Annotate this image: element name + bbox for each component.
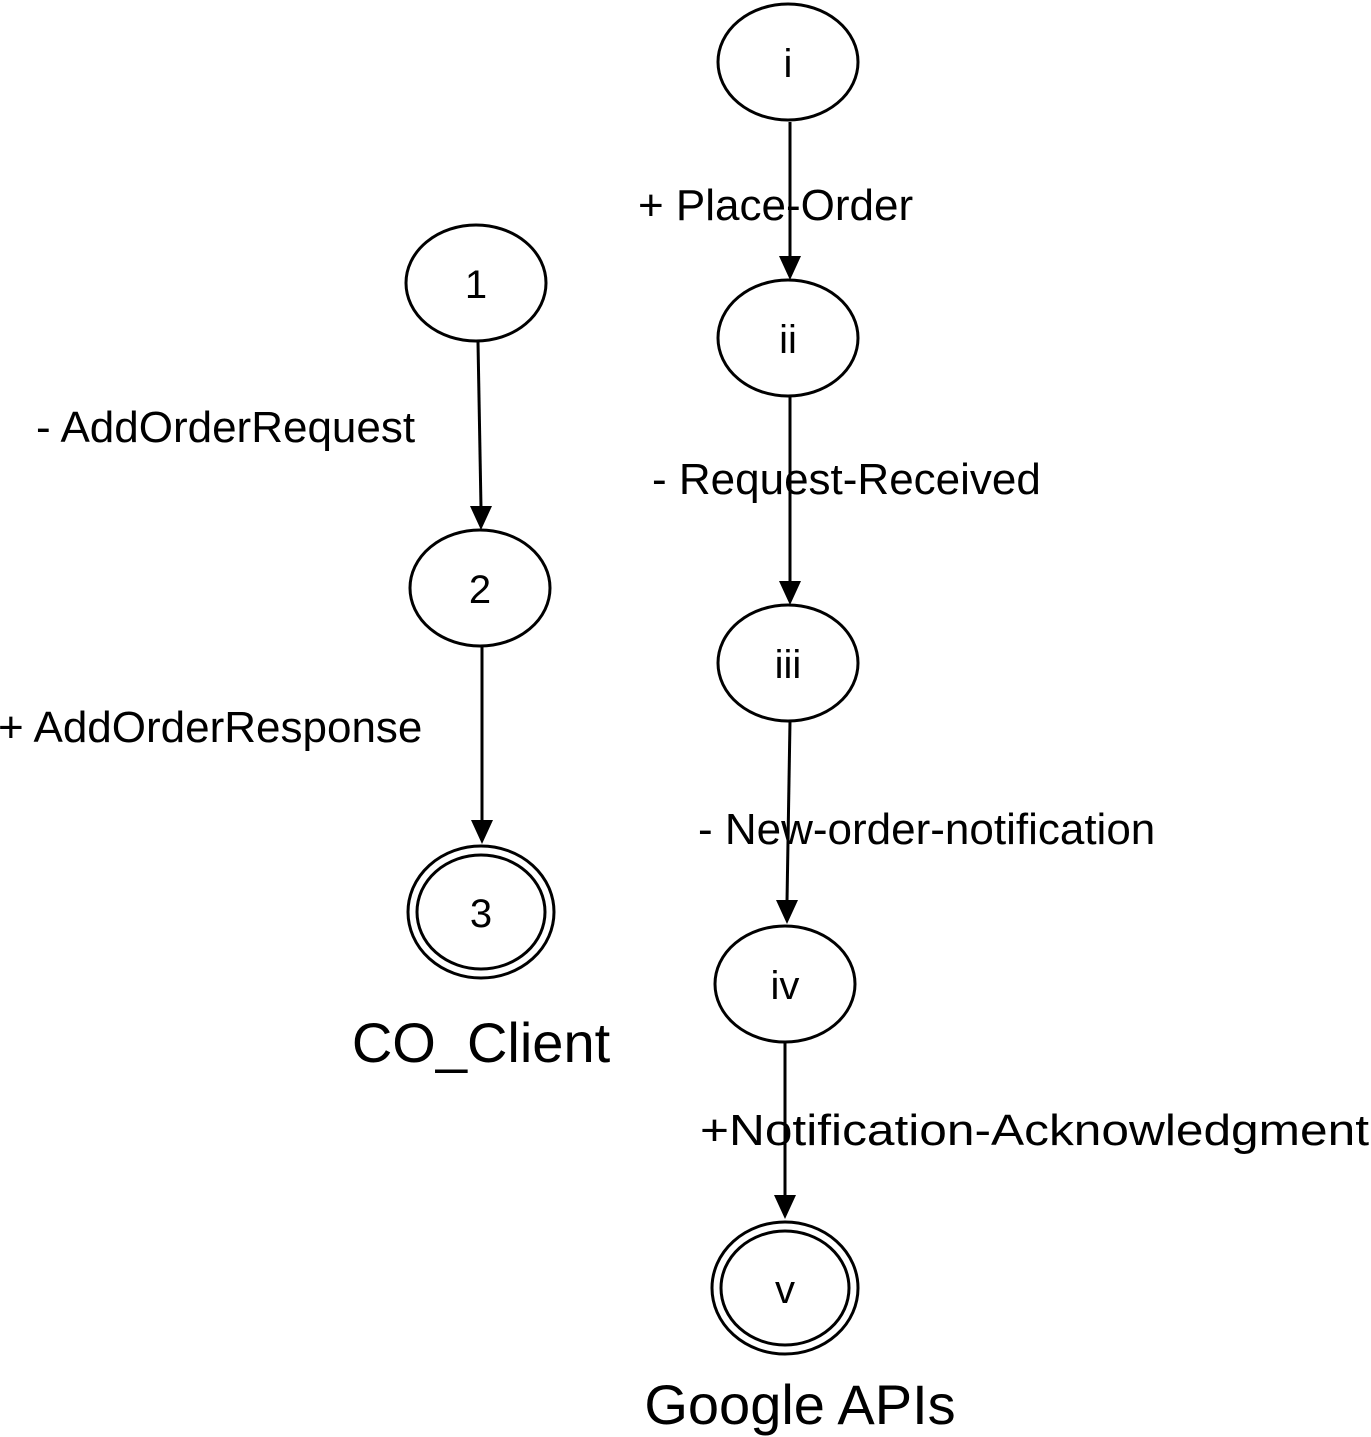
state-node (716, 278, 860, 398)
state-node (716, 2, 860, 122)
transition-label: + AddOrderResponse (0, 703, 422, 752)
machine-google-apis: + Place-Order - Request-Received - New-o… (638, 2, 1369, 1436)
state-3-final: 3 (406, 844, 556, 980)
final-state-inner-ring (719, 1229, 851, 1347)
state-iv: iv (713, 924, 857, 1044)
machine-title: CO_Client (352, 1011, 611, 1074)
transition-ii-to-iii: - Request-Received (652, 397, 1041, 605)
arrowhead-icon (779, 256, 801, 280)
transition-iii-to-iv: - New-order-notification (698, 720, 1155, 924)
transition-label: - New-order-notification (698, 805, 1155, 854)
state-label: iii (775, 643, 802, 687)
state-ii: ii (716, 278, 860, 398)
transition-label: + Place-Order (638, 181, 913, 230)
state-v-final: v (710, 1220, 860, 1356)
transition-2-to-3: + AddOrderResponse (0, 647, 493, 844)
state-label: i (784, 42, 793, 86)
state-node (713, 924, 857, 1044)
state-2: 2 (408, 528, 552, 648)
arrowhead-icon (774, 1195, 796, 1219)
transition-edge (785, 720, 792, 903)
state-label: 3 (470, 892, 492, 936)
state-node (408, 528, 552, 648)
state-1: 1 (404, 223, 548, 343)
arrowhead-icon (470, 506, 492, 530)
state-node (404, 223, 548, 343)
state-label: 1 (465, 263, 487, 307)
state-label: ii (779, 318, 797, 362)
transition-1-to-2: - AddOrderRequest (36, 341, 492, 530)
transition-edge (476, 341, 483, 509)
state-iii: iii (716, 603, 860, 723)
machine-co-client: - AddOrderRequest + AddOrderResponse 1 2… (0, 223, 611, 1074)
state-label: iv (771, 964, 800, 1008)
transition-i-to-ii: + Place-Order (638, 122, 913, 280)
arrowhead-icon (471, 820, 493, 844)
arrowhead-icon (779, 581, 801, 605)
state-node (716, 603, 860, 723)
state-i: i (716, 2, 860, 122)
machine-title: Google APIs (644, 1373, 955, 1436)
state-label: v (775, 1268, 795, 1312)
transition-label: - Request-Received (652, 455, 1041, 504)
final-state-inner-ring (415, 853, 547, 971)
transition-label: - AddOrderRequest (36, 403, 415, 452)
transition-label: +Notification-Acknowledgment (700, 1106, 1369, 1155)
state-label: 2 (469, 568, 491, 612)
arrowhead-icon (776, 900, 798, 924)
transition-iv-to-v: +Notification-Acknowledgment (700, 1043, 1369, 1219)
